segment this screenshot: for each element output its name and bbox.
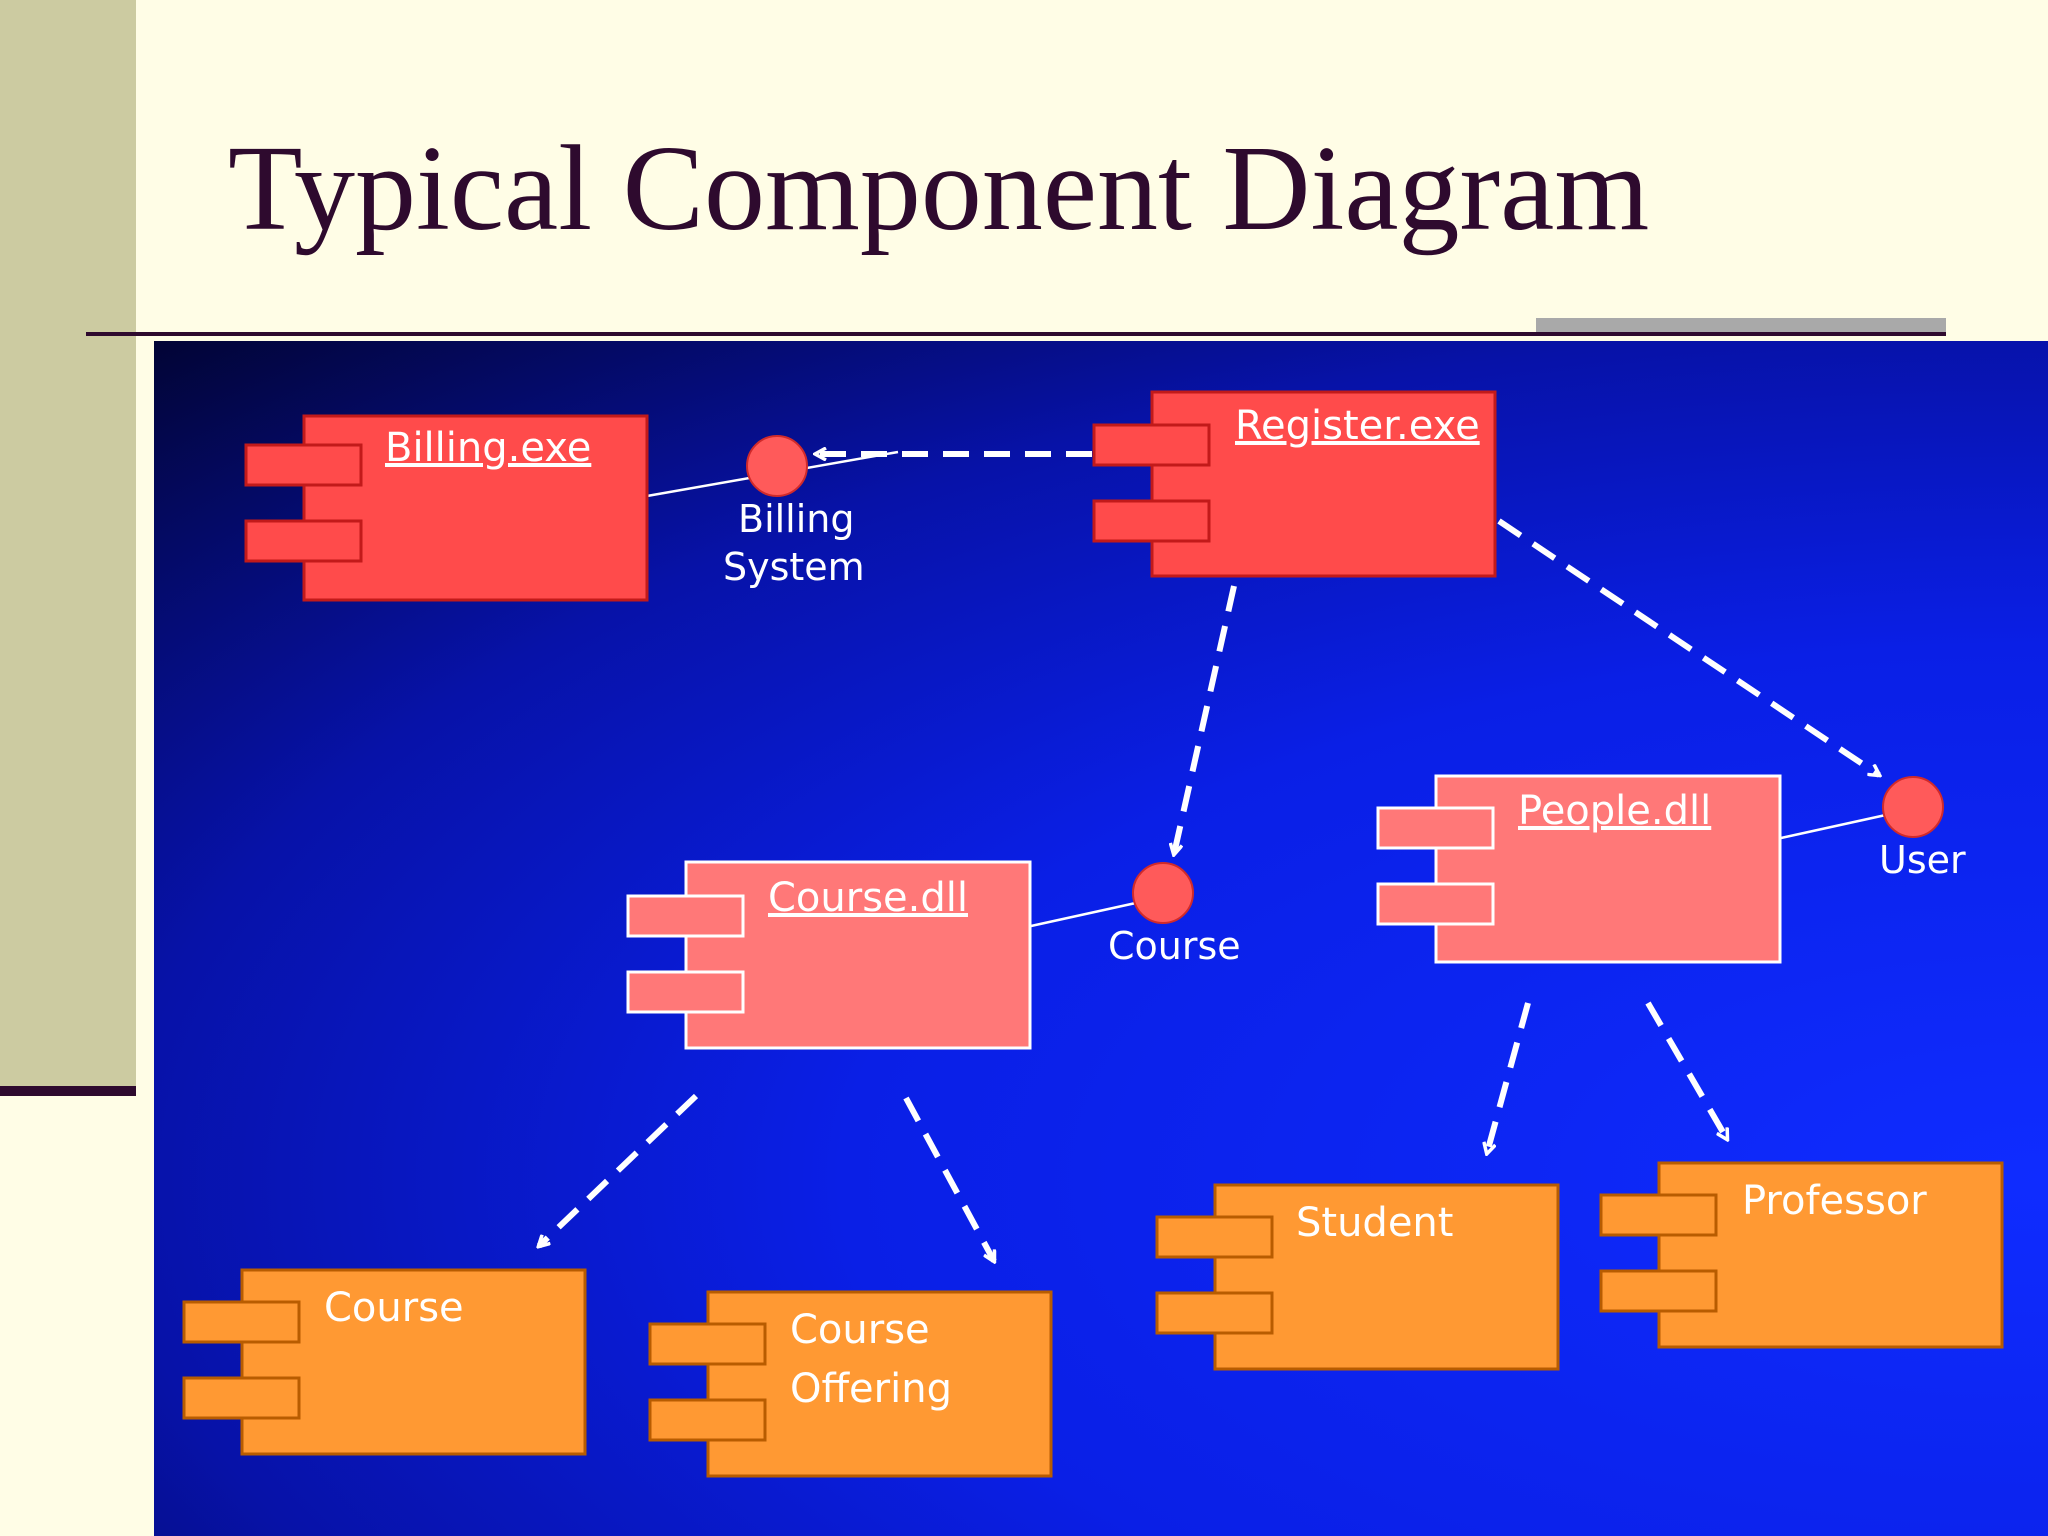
interface-label-billing-line1: Billing [738,497,855,541]
dependency-course-dll-course [539,1093,699,1246]
sidebar-accent-edge [0,1086,136,1096]
interface-label-course: Course [1108,924,1241,968]
component-student [1155,1183,1560,1371]
interface-label-billing-line2: System [723,545,865,589]
component-label-billing: Billing.exe [385,425,591,471]
dependency-people-dll-student [1487,1002,1531,1153]
component-diagram: Billing.exe Register.exe Billing System … [154,341,2048,1536]
component-diagram-canvas: Billing.exe Register.exe Billing System … [182,390,2004,1478]
dependency-register-course [1174,585,1237,854]
interface-billing-system [746,435,808,497]
component-billing-exe [244,414,649,602]
component-label-register: Register.exe [1235,403,1480,449]
component-label-course-dll: Course.dll [768,875,968,921]
dependency-people-dll-professor [1645,1001,1730,1139]
component-people-dll [1376,774,1782,964]
component-label-course-offering-line2: Offering [790,1366,952,1412]
component-register-exe [1092,390,1497,578]
dependency-course-dll-course-offering [903,1096,997,1261]
interface-label-user: User [1879,838,1966,882]
component-label-course: Course [324,1285,464,1331]
component-label-course-offering-line1: Course [790,1307,930,1353]
component-course [182,1268,587,1456]
dependency-register-user [1497,518,1879,775]
title-rule [86,332,1946,336]
component-course-offering [648,1290,1053,1478]
title-rule-accent [1536,318,1946,334]
slide-title: Typical Component Diagram [228,121,1650,256]
component-label-professor: Professor [1742,1178,1927,1224]
component-course-dll [626,860,1032,1050]
sidebar-accent [0,0,136,1086]
interface-course [1132,862,1194,924]
component-professor [1599,1161,2004,1349]
interface-user [1882,776,1944,838]
component-label-people-dll: People.dll [1518,788,1711,834]
component-label-student: Student [1296,1200,1453,1246]
